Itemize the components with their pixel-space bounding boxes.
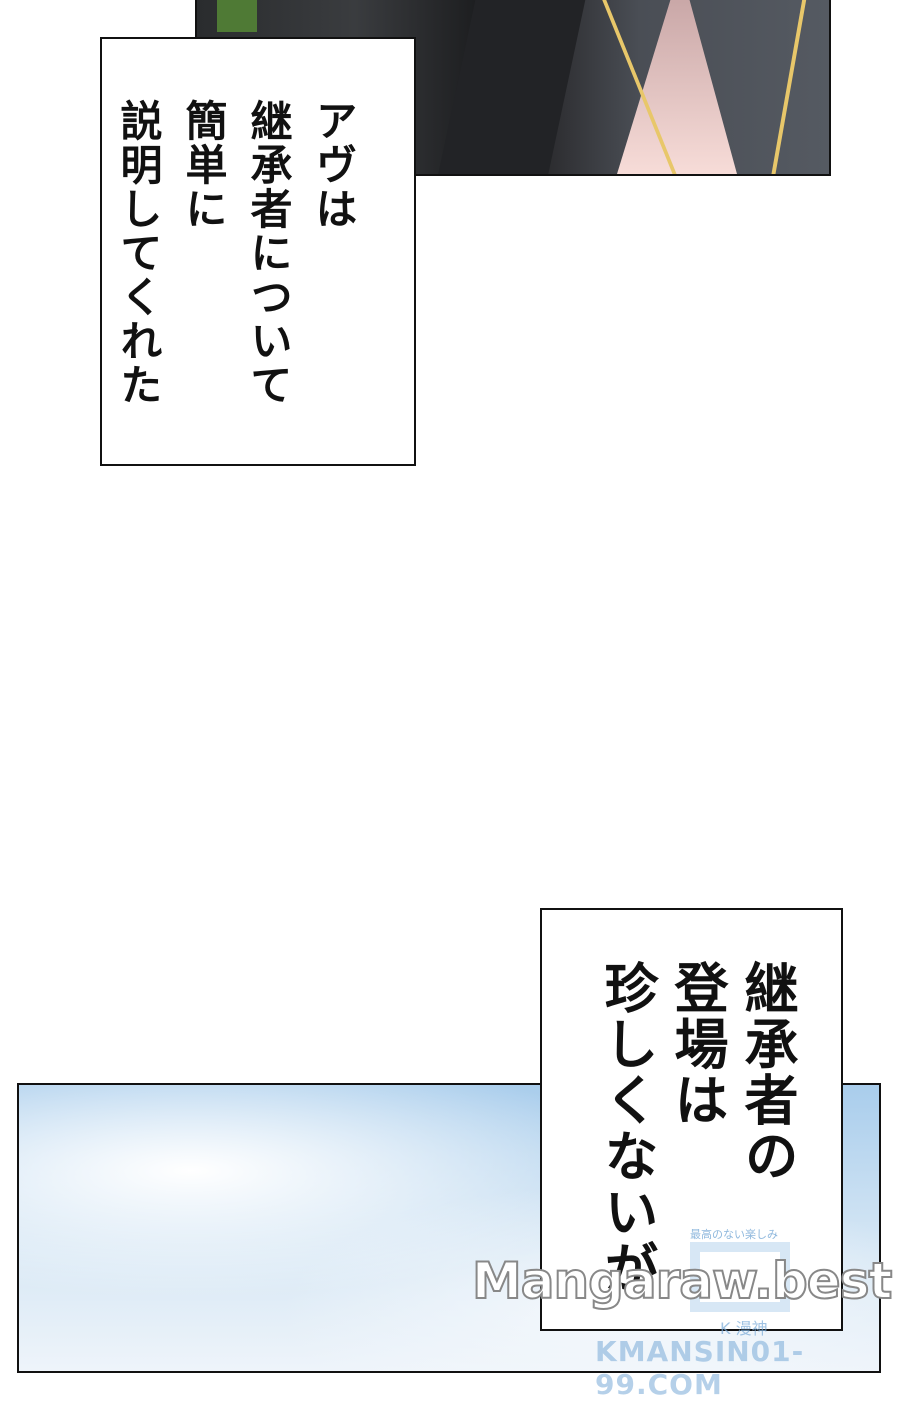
- watermark-logo: [690, 1242, 790, 1312]
- caption-line: 簡単に: [179, 99, 228, 231]
- caption-line: 珍しくないが: [595, 960, 658, 1296]
- watermark-url: KMANSIN01-99.COM: [595, 1335, 805, 1401]
- watermark-site: Mangaraw.best: [471, 1251, 893, 1311]
- watermark-tagline: 最高のない楽しみ: [690, 1228, 778, 1241]
- caption-box-2: 継承者の 登場は 珍しくないが: [540, 908, 843, 1331]
- artwork-hair: [438, 0, 586, 174]
- caption-line: 登場は: [665, 960, 728, 1128]
- artwork-green-cloth: [217, 0, 257, 32]
- watermark-brand: K 漫神: [720, 1319, 768, 1338]
- caption-line: 継承者について: [244, 99, 293, 407]
- caption-line: 説明してくれた: [114, 99, 163, 407]
- caption-text: 継承者の 登場は 珍しくないが: [591, 960, 801, 1296]
- caption-line: 継承者の: [735, 960, 798, 1184]
- artwork-gold-trim: [771, 0, 807, 174]
- caption-box-1: アヴは 継承者について 簡単に 説明してくれた: [100, 37, 416, 466]
- caption-text: アヴは 継承者について 簡単に 説明してくれた: [106, 99, 366, 407]
- caption-line: アヴは: [309, 99, 358, 231]
- artwork-skin: [617, 0, 737, 174]
